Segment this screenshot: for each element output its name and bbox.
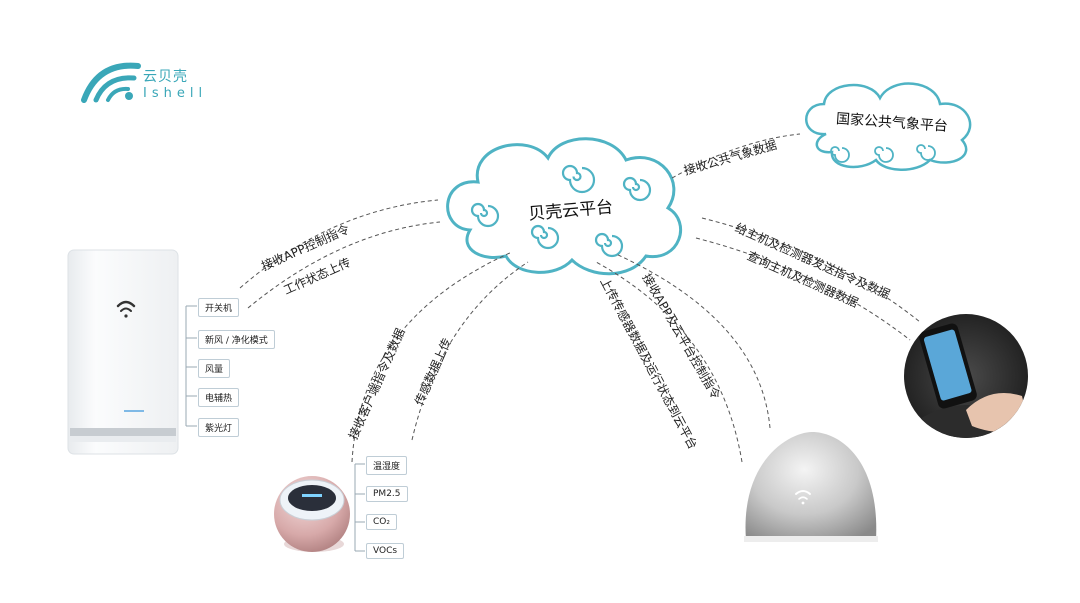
sensor-feature-tag: PM2.5 [366, 486, 408, 502]
brand-logo-icon [81, 62, 141, 103]
link-weather-line [671, 133, 801, 179]
brand-name-en: Ishell [143, 86, 208, 101]
mobile-app-image [904, 314, 1028, 438]
sensor-bracket [354, 463, 366, 552]
sensor-feature-tag: CO₂ [366, 514, 397, 530]
main-unit-bracket [185, 305, 198, 427]
main-cloud-icon [446, 137, 683, 276]
connection-lines [239, 133, 921, 463]
sensor-feature-tag: VOCs [366, 543, 405, 559]
link-sensor-status-line [595, 261, 743, 463]
link-sensor-upload-line [411, 261, 529, 441]
main-feature-tag: 新风 / 净化模式 [198, 330, 275, 349]
link-query-line [695, 237, 911, 341]
brand-name-cn: 云贝壳 [143, 69, 188, 85]
link-app-control-line [239, 199, 439, 289]
main-feature-tag: 电辅热 [198, 388, 240, 407]
main-feature-tag: 风量 [198, 359, 231, 378]
sensor-device-image [274, 476, 350, 552]
main-feature-tag: 紫光灯 [198, 418, 240, 437]
main-feature-tag: 开关机 [198, 298, 240, 317]
sensor-feature-tag: 温湿度 [366, 456, 408, 475]
weather-cloud-icon [805, 82, 972, 171]
link-status-line [247, 221, 441, 309]
detector-dome-image [744, 432, 878, 542]
main-unit-image [67, 249, 179, 455]
link-app-cloud-line [615, 253, 771, 429]
link-client-cmd-line [351, 251, 513, 463]
